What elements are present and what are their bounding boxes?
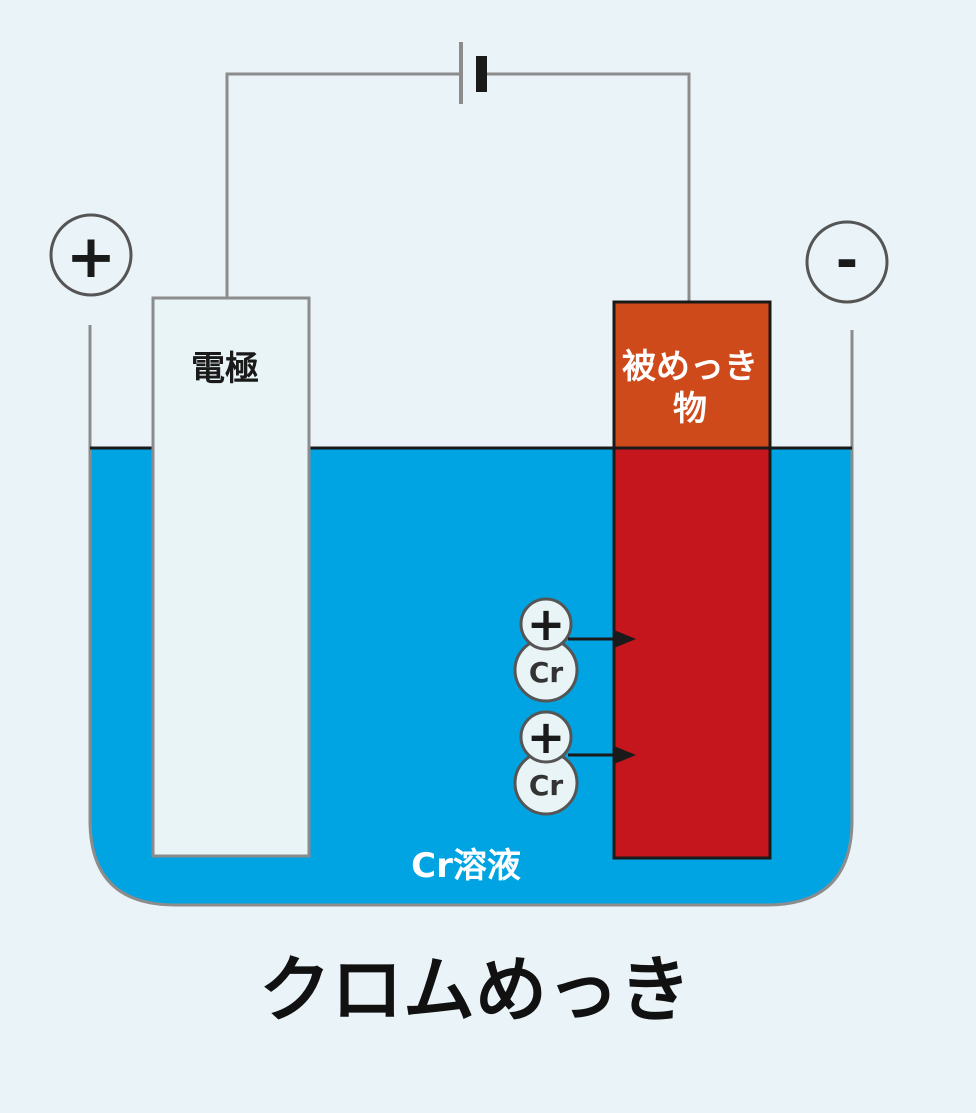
electrode-label: 電極 xyxy=(191,349,259,389)
battery-icon xyxy=(459,42,487,104)
workpiece-label-line2: 物 xyxy=(673,389,707,429)
cr-ion-1-symbol: Cr xyxy=(529,656,564,689)
wire-right xyxy=(486,72,691,302)
plus-terminal-sign: + xyxy=(66,222,116,292)
cr-ion-2-symbol: Cr xyxy=(529,769,564,802)
workpiece-label-line1: 被めっき xyxy=(622,347,758,387)
workpiece-submerged xyxy=(612,446,772,860)
plus-terminal-icon: + xyxy=(49,213,133,297)
electrode-plate xyxy=(151,296,311,858)
solution-label: Cr溶液 xyxy=(411,846,521,886)
cr-ion-1: Cr + xyxy=(513,597,636,703)
diagram-title: クロムめっき xyxy=(259,948,691,1032)
cr-ion-1-charge: + xyxy=(527,597,566,651)
arrow-head-icon xyxy=(614,746,636,764)
minus-terminal-icon: - xyxy=(805,220,889,304)
workpiece-above-solution xyxy=(612,300,772,450)
wire-left xyxy=(225,72,462,298)
cr-ion-2: Cr + xyxy=(513,710,636,816)
cr-ion-2-charge: + xyxy=(527,710,566,764)
arrow-head-icon xyxy=(614,630,636,648)
minus-terminal-sign: - xyxy=(836,229,858,292)
